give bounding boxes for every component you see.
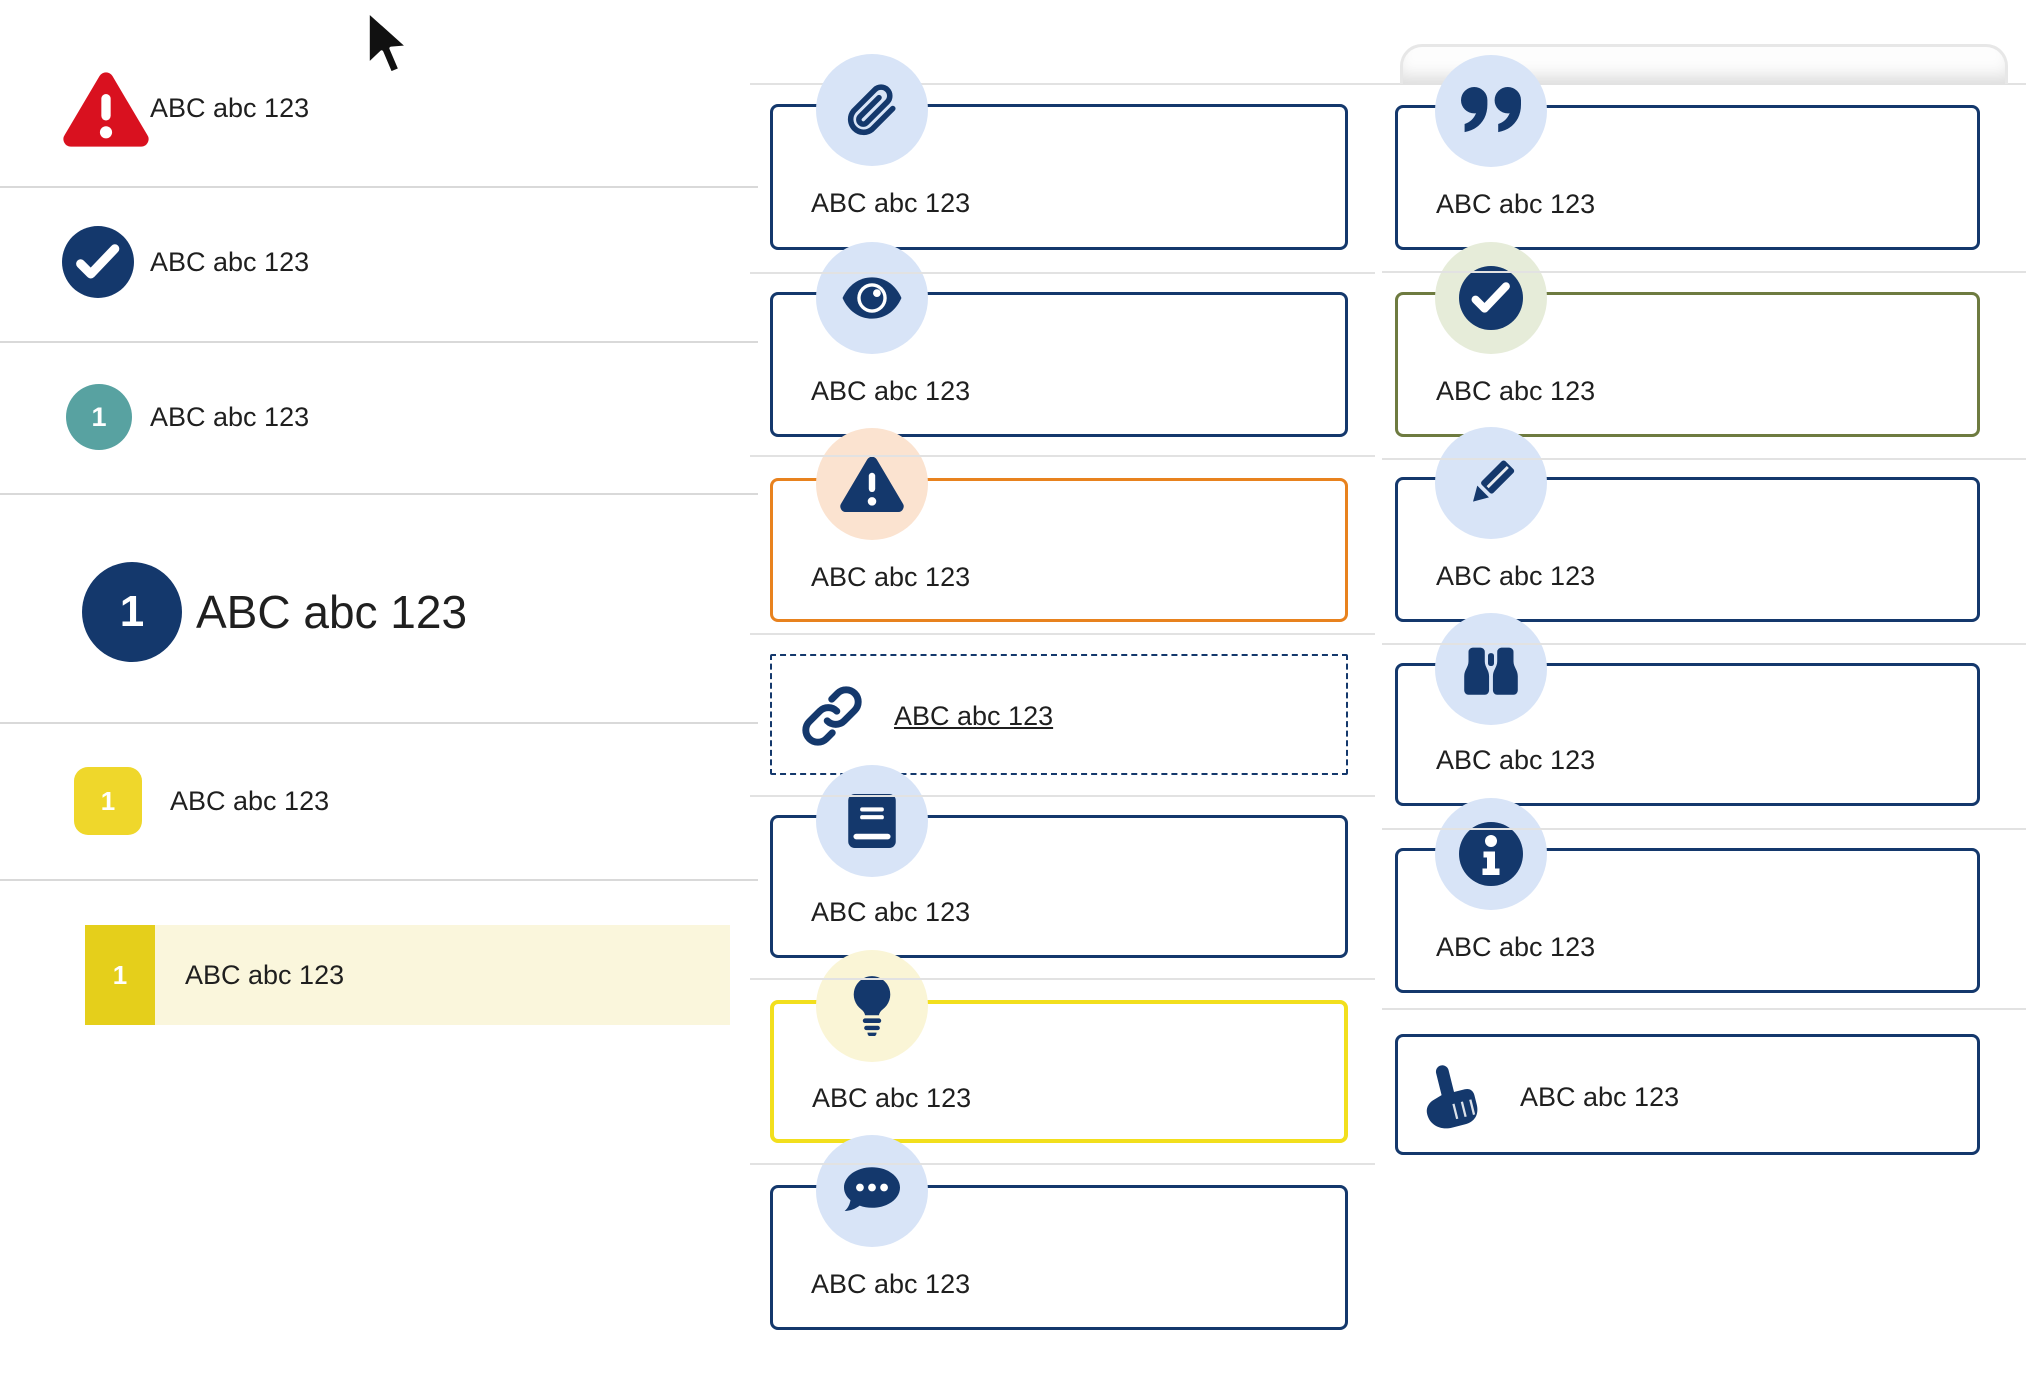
teal-number-badge: 1 xyxy=(66,384,132,450)
check-circle-icon xyxy=(62,226,134,298)
divider xyxy=(0,341,758,343)
info-icon xyxy=(1435,798,1547,910)
warning-triangle-icon xyxy=(816,428,928,540)
card-label: ABC abc 123 xyxy=(812,1083,972,1113)
chat-bubble-icon xyxy=(816,1135,928,1247)
callout-card-link[interactable]: ABC abc 123 xyxy=(770,654,1348,775)
divider xyxy=(750,1163,1375,1165)
binoculars-icon xyxy=(1435,613,1547,725)
card-label: ABC abc 123 xyxy=(811,897,971,927)
card-label: ABC abc 123 xyxy=(811,188,971,218)
check-circle-icon xyxy=(1435,242,1547,354)
book-icon xyxy=(816,765,928,877)
divider xyxy=(1382,458,2026,460)
card-label: ABC abc 123 xyxy=(1436,561,1596,591)
divider xyxy=(1382,643,2026,645)
card-link-label[interactable]: ABC abc 123 xyxy=(894,701,1054,731)
divider xyxy=(750,978,1375,980)
card-label: ABC abc 123 xyxy=(1436,376,1596,406)
list-item-label-large: ABC abc 123 xyxy=(196,586,468,638)
divider xyxy=(750,455,1375,457)
mouse-cursor-icon xyxy=(364,8,410,80)
callout-card-search: ABC abc 123 xyxy=(1395,663,1980,806)
list-item-label: ABC abc 123 xyxy=(185,960,345,990)
callout-card-warning: ABC abc 123 xyxy=(770,478,1348,622)
list-item-label: ABC abc 123 xyxy=(170,786,330,816)
list-item-label: ABC abc 123 xyxy=(150,93,310,123)
card-label: ABC abc 123 xyxy=(811,376,971,406)
yellow-number-block: 1 xyxy=(85,925,155,1025)
card-label: ABC abc 123 xyxy=(1436,745,1596,775)
link-icon xyxy=(800,684,864,748)
divider xyxy=(1382,271,2026,273)
divider xyxy=(0,186,758,188)
card-label: ABC abc 123 xyxy=(811,562,971,592)
pencil-icon xyxy=(1435,427,1547,539)
highlighted-list-row: 1 ABC abc 123 xyxy=(85,925,730,1025)
top-rule xyxy=(750,83,2026,85)
divider xyxy=(0,722,758,724)
paperclip-icon xyxy=(816,54,928,166)
card-label: ABC abc 123 xyxy=(811,1269,971,1299)
alert-triangle-icon xyxy=(63,70,149,148)
divider xyxy=(750,272,1375,274)
list-item-label: ABC abc 123 xyxy=(150,402,310,432)
navy-number-badge-large: 1 xyxy=(82,562,182,662)
hand-pointer-icon xyxy=(1420,1061,1482,1133)
divider xyxy=(0,493,758,495)
list-item-label: ABC abc 123 xyxy=(150,247,310,277)
quote-icon xyxy=(1435,55,1547,167)
callout-card-action: ABC abc 123 xyxy=(1395,1034,1980,1155)
divider xyxy=(0,879,758,881)
divider xyxy=(750,795,1375,797)
eye-icon xyxy=(816,242,928,354)
divider xyxy=(1382,1008,2026,1010)
divider xyxy=(1382,828,2026,830)
card-label: ABC abc 123 xyxy=(1520,1082,1680,1112)
divider xyxy=(750,633,1375,635)
lightbulb-icon xyxy=(816,950,928,1062)
card-label: ABC abc 123 xyxy=(1436,189,1596,219)
yellow-number-square: 1 xyxy=(74,767,142,835)
card-label: ABC abc 123 xyxy=(1436,932,1596,962)
